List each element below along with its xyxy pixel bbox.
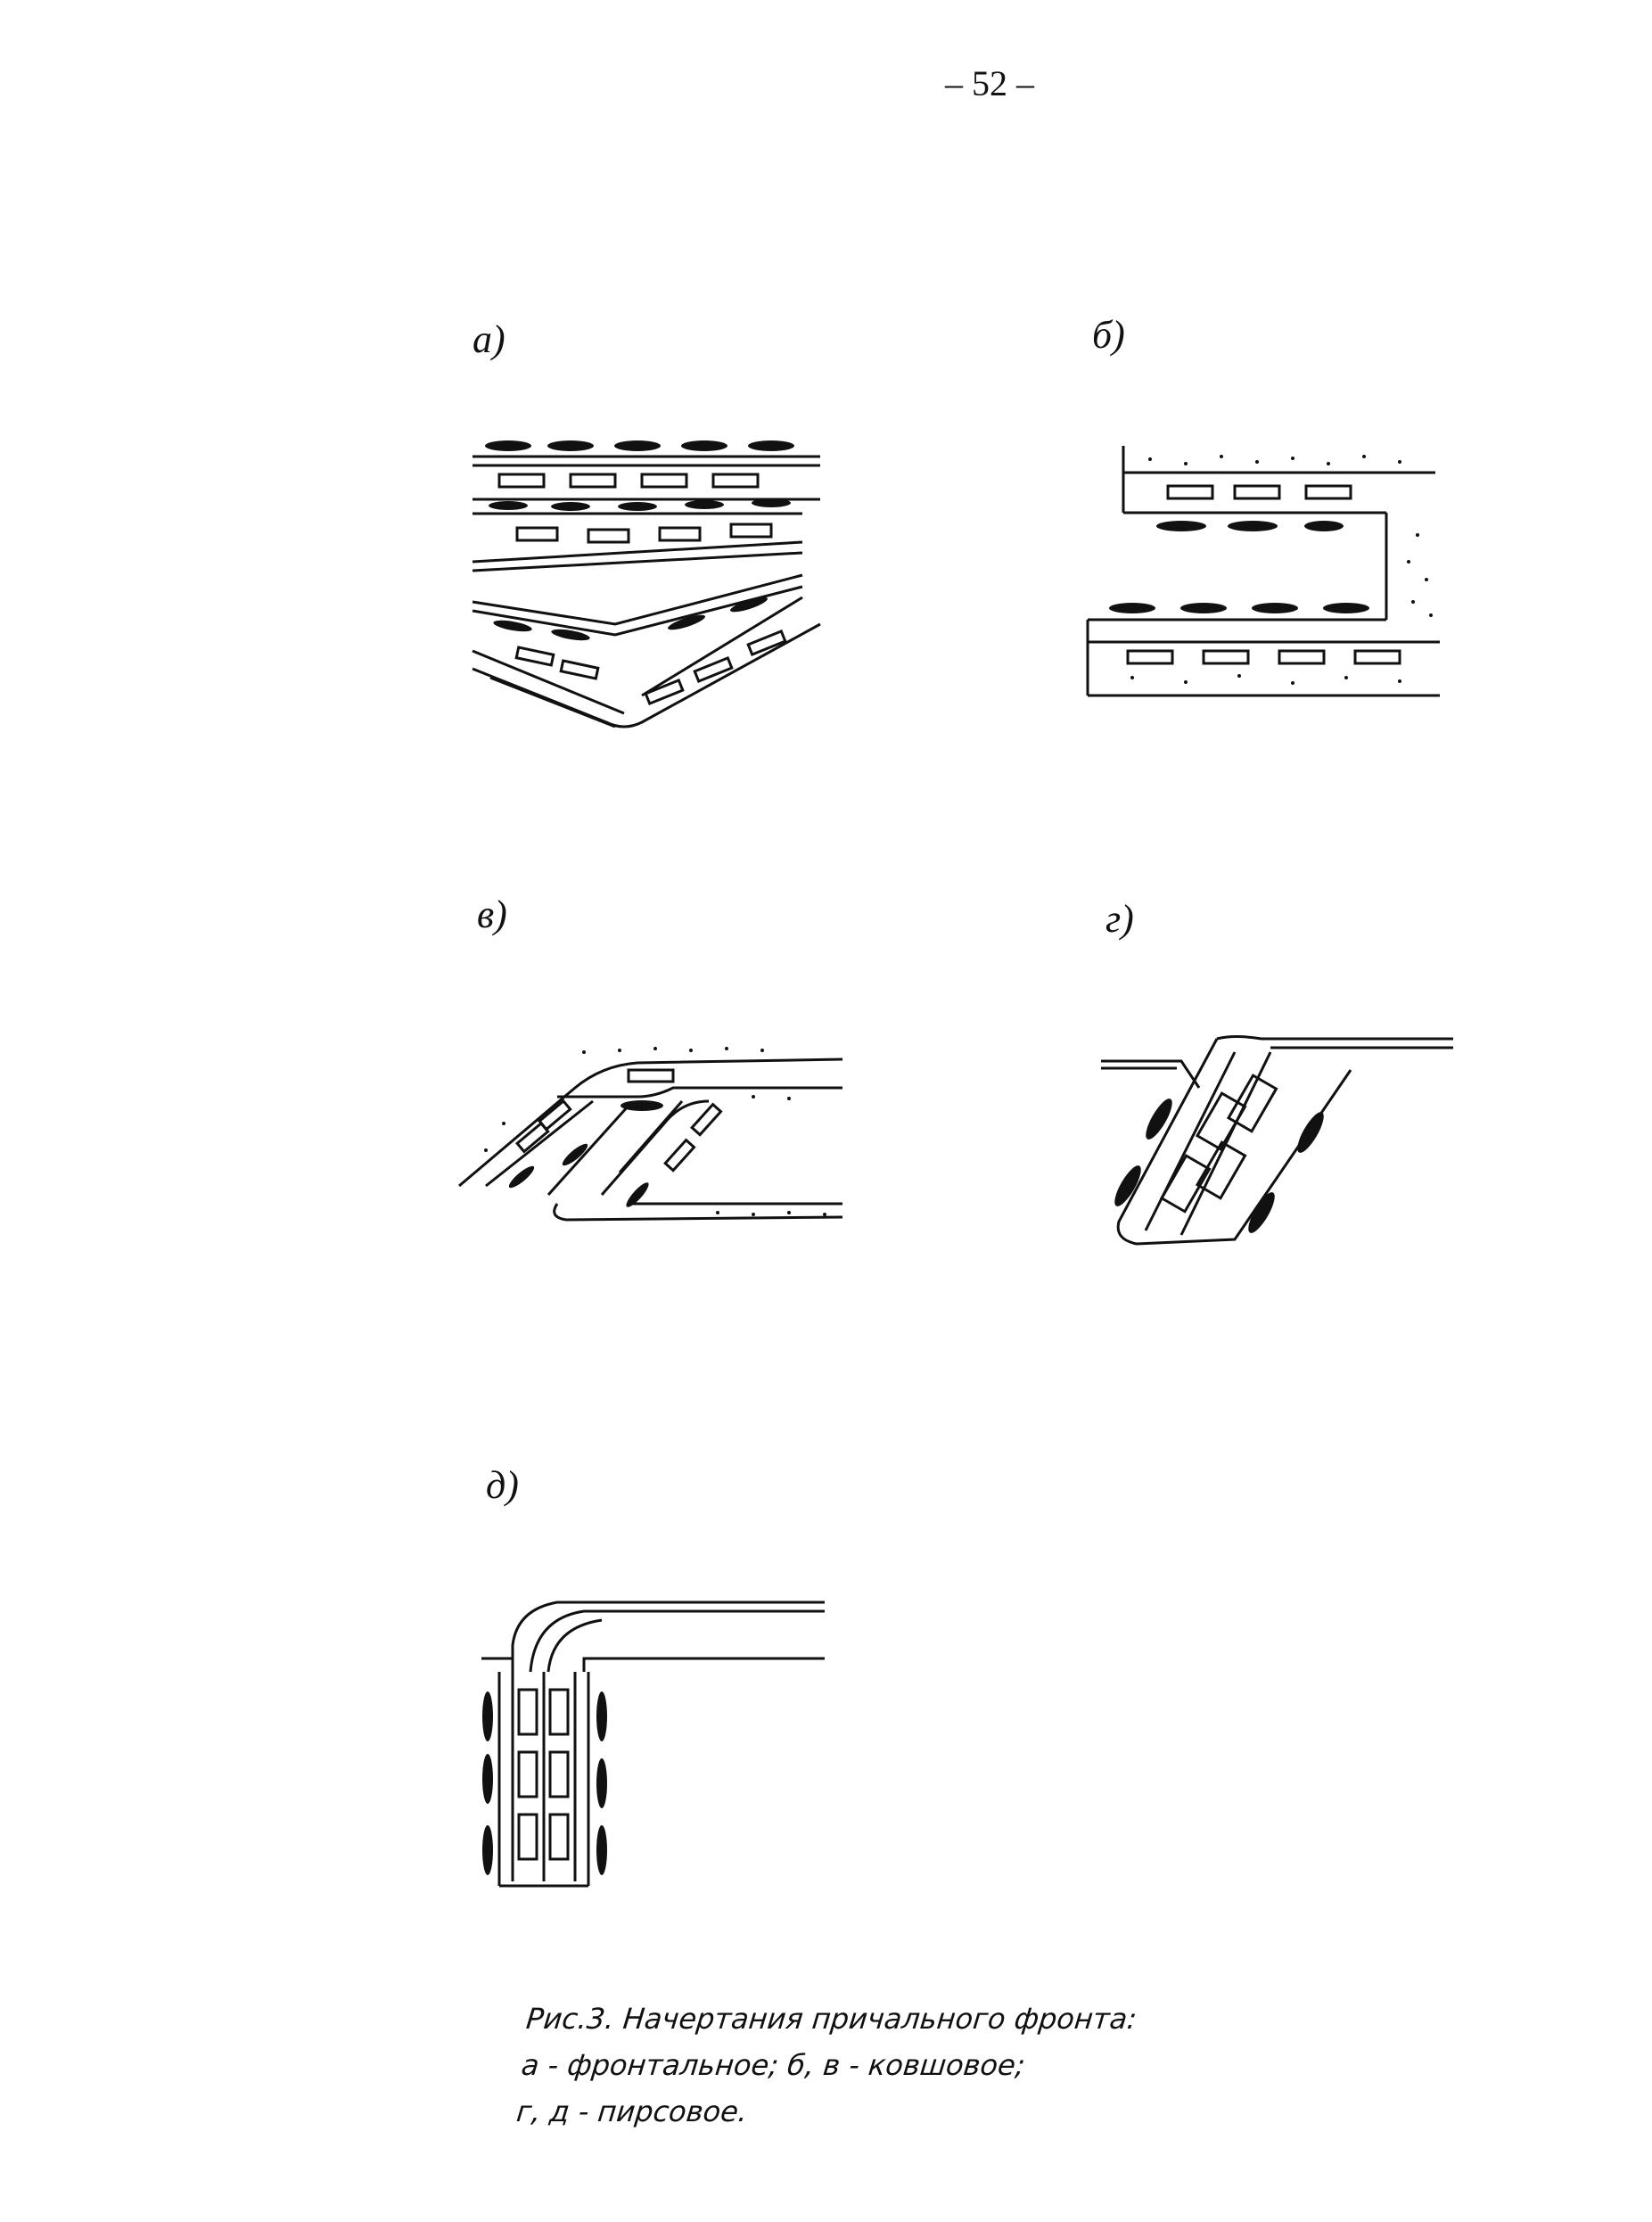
figure-g-pier bbox=[1101, 1035, 1453, 1246]
figure-b-bucket-berth bbox=[1086, 446, 1440, 697]
panel-label-d: д) bbox=[486, 1463, 519, 1507]
figure-d-pier bbox=[481, 1601, 825, 1888]
caption-line-3: г, д - пирсовое. bbox=[514, 2094, 750, 2128]
panel-label-g: г) bbox=[1105, 897, 1134, 941]
page-number: – 52 – bbox=[945, 63, 1034, 103]
caption-line-2: а - фронтальное; б, в - ковшовое; bbox=[520, 2048, 1027, 2082]
panel-label-v: в) bbox=[477, 893, 507, 936]
caption-line-1: Рис.3. Начертания причального фронта: bbox=[524, 2002, 1139, 2036]
figure-caption: Рис.3. Начертания причального фронта: а … bbox=[514, 1996, 1331, 2135]
figure-a-frontal-berth bbox=[472, 440, 821, 728]
figure-v-bucket-berth bbox=[458, 1047, 843, 1222]
panel-label-a: а) bbox=[473, 317, 505, 361]
panel-label-b: б) bbox=[1092, 313, 1125, 357]
